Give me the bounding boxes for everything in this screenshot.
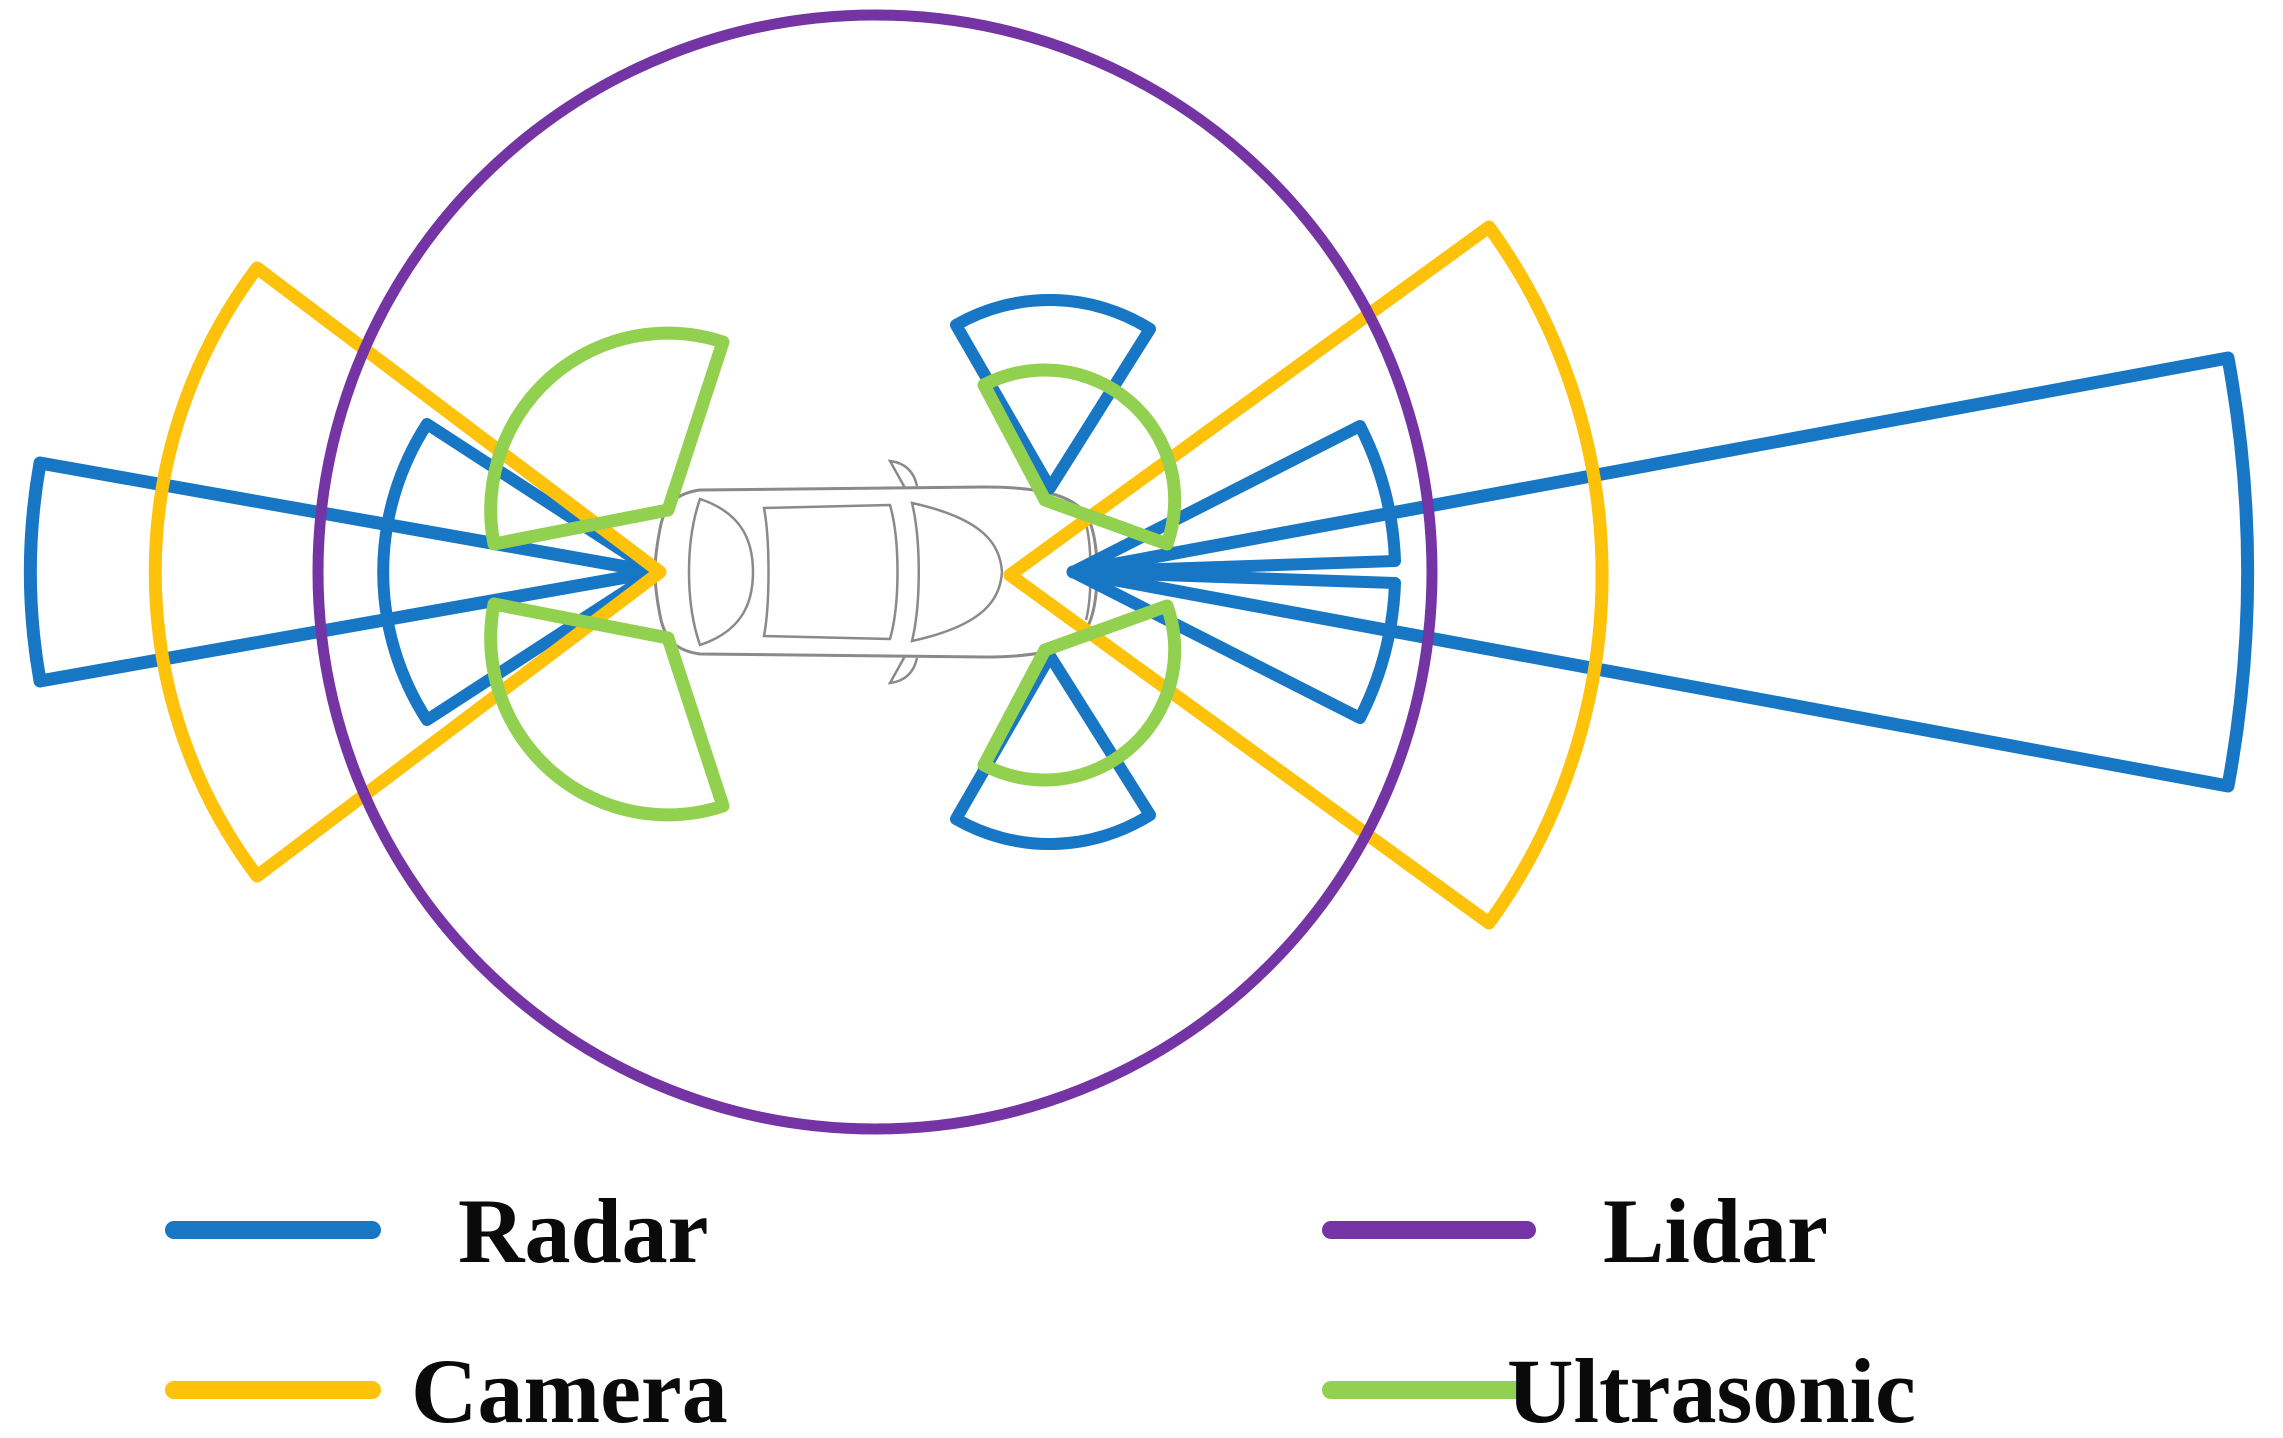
car-windshield [910,501,1004,643]
radar-front-corner-wedge-upper [1067,420,1401,578]
radar-front-corner-wedge-lower [1067,566,1401,724]
radar-front-long-range-cone [1066,351,2255,793]
ultrasonic-rear-upper-sector [484,326,730,551]
radar-coverage [24,294,2255,850]
legend: Radar Lidar Camera Ultrasonic [165,1180,1916,1438]
car-body-outline [653,485,1099,659]
camera-rear-wedge [148,261,667,883]
radar-rear-long-range-cone [24,456,662,688]
lidar-360-circle [312,9,1438,1135]
legend-label-camera: Camera [411,1340,728,1438]
car-mirror-right [887,655,919,685]
legend-label-lidar: Lidar [1603,1180,1828,1282]
car-rear-window [687,497,755,647]
ultrasonic-rear-lower-sector [484,597,730,822]
ultrasonic-coverage [484,326,1182,822]
vehicle-top-view [653,459,1099,685]
ultrasonic-front-upper-sector [977,363,1182,551]
camera-coverage [148,220,1609,930]
radar-side-wedge-down [950,650,1156,850]
radar-side-wedge-up [950,294,1156,494]
car-mirror-left [887,459,919,489]
ultrasonic-front-lower-sector [977,599,1182,787]
radar-rear-medium-wedge [377,418,661,726]
legend-label-radar: Radar [458,1180,708,1282]
car-roof-panel [762,503,899,641]
legend-label-ultrasonic: Ultrasonic [1507,1340,1916,1438]
camera-front-wedge [1003,220,1609,930]
